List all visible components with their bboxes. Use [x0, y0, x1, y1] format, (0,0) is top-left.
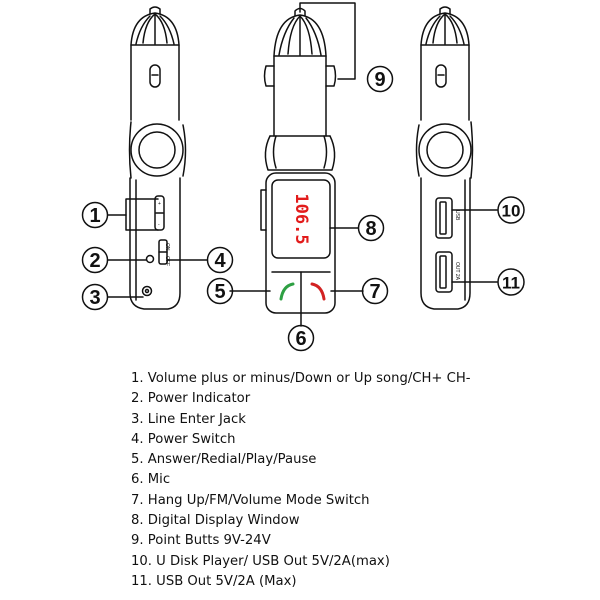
legend-item: 1. Volume plus or minus/Down or Up song/…: [131, 371, 471, 386]
legend-item: 6. Mic: [131, 472, 171, 488]
callout-circle-7: [361, 277, 389, 305]
legend-item: 3. Line Enter Jack: [131, 411, 246, 427]
usb-port-label: USB: [454, 210, 460, 221]
legend-item: 8. Digital Display Window: [131, 513, 300, 529]
legend-item: 5. Answer/Redial/Play/Pause: [131, 452, 317, 468]
hangup-phone-icon: [310, 282, 326, 301]
callout-2: 2: [89, 250, 100, 272]
callout-circle-6: [287, 324, 315, 352]
callout-10: 10: [502, 202, 521, 221]
svg-text:-: -: [158, 222, 160, 228]
callout-1: 1: [89, 205, 100, 227]
legend-item: 2. Power Indicator: [131, 391, 251, 407]
svg-text:+: +: [158, 201, 161, 207]
front-view: [229, 2, 364, 327]
callout-circle-9: [366, 65, 394, 93]
display-frequency: 106.5: [291, 193, 311, 244]
legend-item: 4. Power Switch: [131, 431, 236, 447]
switch-off-label: OFF: [164, 256, 170, 266]
callout-5: 5: [214, 281, 225, 303]
callout-8: 8: [365, 218, 376, 240]
callout-7: 7: [369, 281, 380, 303]
device-diagram: + - ON OFF: [81, 2, 525, 352]
feature-legend: 1. Volume plus or minus/Down or Up song/…: [131, 369, 471, 592]
callout-circle-3: [81, 283, 109, 311]
callout-circle-8: [357, 214, 385, 242]
legend-item: 10. U Disk Player/ USB Out 5V/2A(max): [131, 553, 390, 569]
callout-circle-11: [497, 268, 525, 296]
callout-6: 6: [295, 328, 306, 350]
callout-11: 11: [502, 274, 520, 293]
answer-phone-icon: [279, 282, 295, 301]
callout-9: 9: [374, 69, 385, 91]
callout-circle-4: [206, 246, 234, 274]
callout-circle-1: [81, 201, 109, 229]
usb-out-label: OUT 2A: [454, 262, 460, 281]
legend-item: 11. USB Out 5V/2A (Max): [131, 573, 297, 589]
left-side-view: + - ON OFF: [107, 6, 208, 310]
right-side-view: USB OUT 2A: [415, 6, 498, 310]
callout-4: 4: [214, 250, 226, 272]
legend-item: 9. Point Butts 9V-24V: [131, 533, 271, 549]
callout-3: 3: [89, 287, 100, 309]
callout-circle-2: [81, 246, 109, 274]
switch-on-label: ON: [164, 243, 170, 251]
legend-item: 7. Hang Up/FM/Volume Mode Switch: [131, 492, 370, 508]
callout-circle-10: [497, 196, 525, 224]
callout-circle-5: [206, 277, 234, 305]
